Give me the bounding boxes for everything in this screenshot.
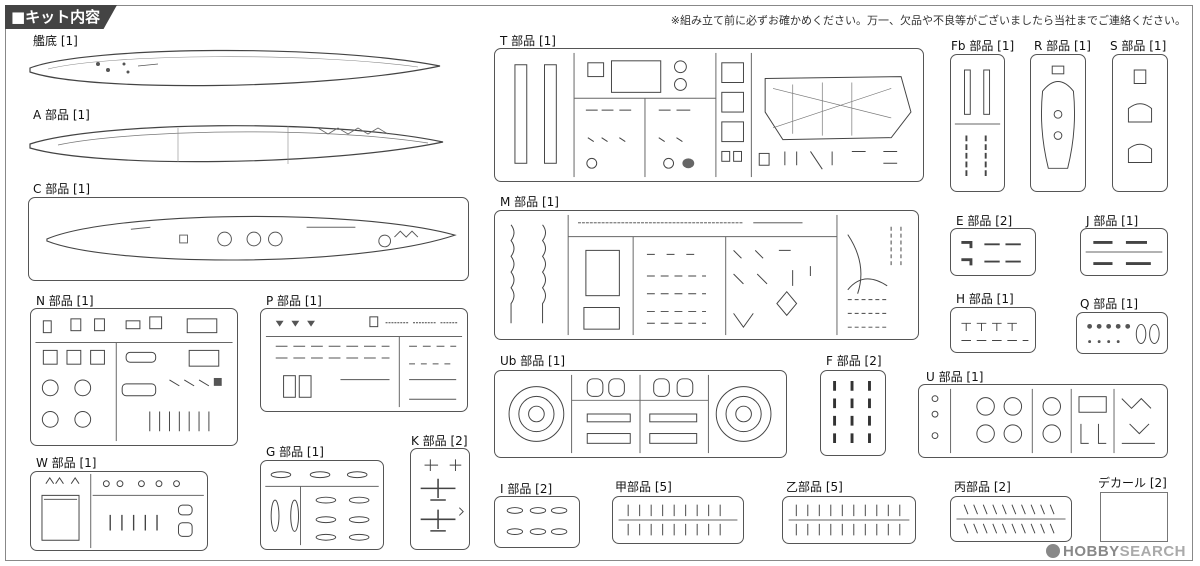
label-otsu: 乙部品 [5] <box>786 480 843 494</box>
label-g: G 部品 [1] <box>266 445 324 459</box>
label-m: M 部品 [1] <box>500 195 559 209</box>
sprue-k <box>410 448 470 550</box>
sprue-ub <box>494 370 787 458</box>
watermark: HOBBYSEARCH <box>1045 543 1186 560</box>
label-j: J 部品 [1] <box>1086 214 1139 228</box>
label-kou: 甲部品 [5] <box>615 480 672 494</box>
decal-sheet <box>1100 492 1168 542</box>
label-kanei: 艦底 [1] <box>33 34 78 48</box>
sprue-c <box>28 197 469 281</box>
sprue-g <box>260 460 384 550</box>
sprue-t <box>494 48 924 182</box>
hull-bottom-part <box>29 49 441 87</box>
hobby-search-logo-icon <box>1045 544 1060 558</box>
sprue-q <box>1076 312 1168 354</box>
sprue-f <box>820 370 886 456</box>
sprue-r <box>1030 54 1086 192</box>
content-frame <box>5 5 1193 561</box>
sprue-hei <box>950 496 1072 542</box>
label-a: A 部品 [1] <box>33 108 90 122</box>
sprue-n <box>30 308 238 446</box>
sprue-s <box>1112 54 1168 192</box>
sprue-p <box>260 308 468 412</box>
sprue-i <box>494 496 580 548</box>
label-i: I 部品 [2] <box>500 482 553 496</box>
label-q: Q 部品 [1] <box>1080 297 1139 311</box>
hull-side-part-a <box>29 125 444 164</box>
label-w: W 部品 [1] <box>36 456 97 470</box>
sprue-m <box>494 210 919 340</box>
label-e: E 部品 [2] <box>956 214 1013 228</box>
label-n: N 部品 [1] <box>36 294 94 308</box>
section-title: ■キット内容 <box>5 5 117 29</box>
label-k: K 部品 [2] <box>411 434 468 448</box>
label-hei: 丙部品 [2] <box>954 480 1011 494</box>
label-ub: Ub 部品 [1] <box>500 354 566 368</box>
label-p: P 部品 [1] <box>266 294 322 308</box>
sprue-j <box>1080 228 1168 276</box>
sprue-kou <box>612 496 744 544</box>
label-c: C 部品 [1] <box>33 182 91 196</box>
sprue-u <box>918 384 1168 458</box>
sprue-e <box>950 228 1036 276</box>
label-h: H 部品 [1] <box>956 292 1014 306</box>
notice-text: ※組み立て前に必ずお確かめください。万一、欠品や不良等がございましたら当社までご… <box>670 14 1186 27</box>
sprue-fb <box>950 54 1005 192</box>
label-u: U 部品 [1] <box>926 370 984 384</box>
label-s: S 部品 [1] <box>1110 39 1167 53</box>
label-decal: デカール [2] <box>1098 476 1167 490</box>
sprue-w <box>30 471 208 551</box>
sprue-h <box>950 307 1036 353</box>
label-f: F 部品 [2] <box>826 354 882 368</box>
label-t: T 部品 [1] <box>500 34 556 48</box>
label-fb: Fb 部品 [1] <box>951 39 1015 53</box>
label-r: R 部品 [1] <box>1034 39 1091 53</box>
sprue-otsu <box>782 496 916 544</box>
